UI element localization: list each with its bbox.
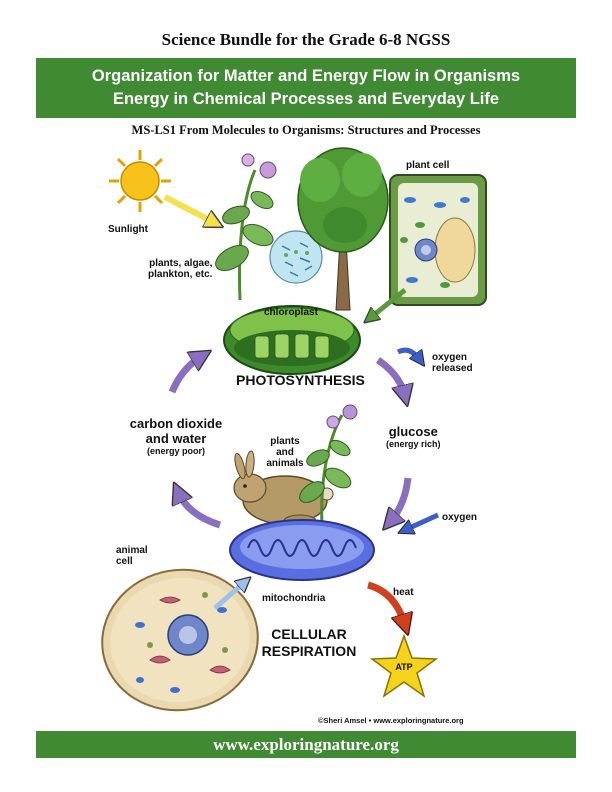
oxygen-released-arrow [396,347,420,360]
oxygen-label: oxygen [442,512,478,523]
carbon-dioxide-line-1: carbon dioxide [129,416,223,431]
cellular-line-2: RESPIRATION [261,643,357,659]
cycle-arrow-bottom-right [390,477,412,522]
plants-and-animals-label: plants and animals [264,436,306,469]
plankton-circle [269,230,323,284]
cycle-arrow-top-left [168,356,202,394]
carbon-dioxide-line-2: and water [145,431,207,446]
animal-cell-line-2: cell [116,556,133,567]
plants-algae-label: plants, algae, plankton, etc. [148,258,212,280]
heat-label: heat [393,587,414,598]
flowering-plant-illustration [299,404,358,526]
banner-line-1: Organization for Matter and Energy Flow … [91,67,521,85]
banner-line-2: Energy in Chemical Processes and Everyda… [112,90,500,108]
cellular-line-1: CELLULAR [271,626,347,642]
chloroplast-label: chloroplast [264,307,318,318]
energy-poor-label: (energy poor) [146,446,205,456]
cycle-arrow-top-right [375,357,405,396]
glucose-title: glucose [388,424,438,439]
subtitle: MS-LS1 From Molecules to Organisms: Stru… [131,123,481,137]
oxygen-released-line-1: oxygen [432,352,468,363]
plant-illustration [215,153,277,301]
sunlight-label: Sunlight [108,224,148,235]
cycle-arrow-bottom-left [178,492,222,529]
plants-algae-line-2: plankton, etc. [148,269,213,280]
sunlight-arrow [163,194,215,223]
credit-label: ©Sheri Amsel • www.exploringnature.org [318,716,464,725]
plants-and-animals-line-1: plants [270,436,300,447]
plant-cell-label: plant cell [406,160,450,171]
carbon-dioxide-label: carbon dioxide and water (energy poor) [117,416,235,457]
glucose-label: glucose (energy rich) [386,424,441,450]
mitochondria-label: mitochondria [262,593,326,604]
heat-arrow [366,581,405,625]
oxygen-released-line-2: released [432,363,473,374]
animal-cell-line-1: animal [116,545,148,556]
mitochondria-illustration [229,519,375,581]
title-banner: Organization for Matter and Energy Flow … [36,58,576,118]
energy-rich-label: (energy rich) [386,439,441,449]
top-title: Science Bundle for the Grade 6-8 NGSS [161,30,451,49]
photosynthesis-label: PHOTOSYNTHESIS [236,372,365,388]
oxygen-released-label: oxygen released [432,352,473,374]
chloroplast-illustration [223,305,361,375]
plants-and-animals-line-2: and [276,447,294,458]
animal-cell-label: animal cell [116,545,148,567]
footer-url[interactable]: www.exploringnature.org [213,735,399,754]
sun-icon [109,150,171,212]
plants-algae-line-1: plants, algae, [149,258,213,269]
plants-and-animals-line-3: animals [266,458,304,469]
cellular-respiration-label: CELLULAR RESPIRATION [254,626,364,660]
oxygen-in-arrow [405,512,440,530]
atp-star-icon [369,633,439,698]
plant-cell-to-chloroplast-arrow [370,288,407,318]
footer-url-banner: www.exploringnature.org [36,731,576,758]
plant-cell-illustration [389,174,487,306]
animal-cell-to-mitochondria-arrow [213,582,245,610]
atp-label: ATP [395,662,413,672]
tree-illustration [297,147,389,311]
